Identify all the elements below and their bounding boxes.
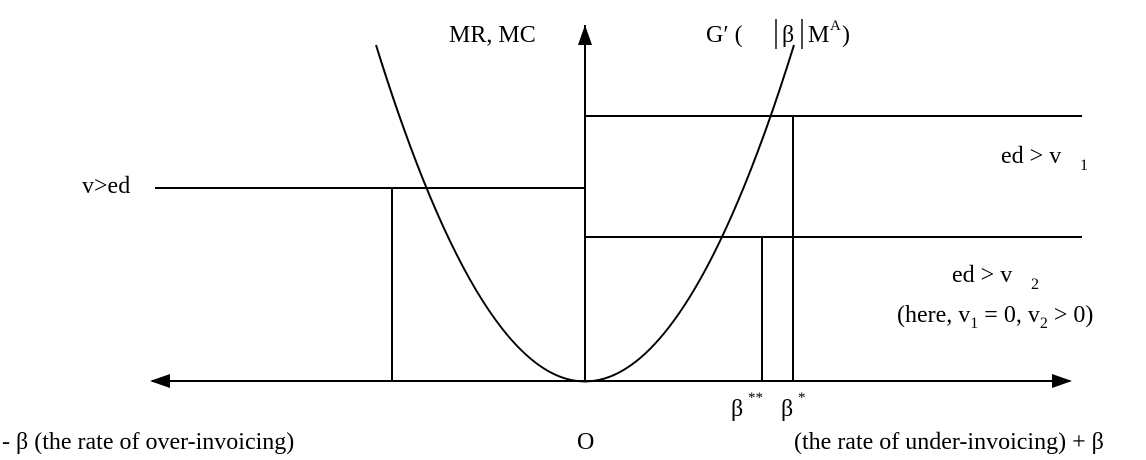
beta-double-star-label: β **	[731, 390, 763, 422]
curve-label-m: M	[808, 22, 829, 48]
right-line-1-sub: 1	[1080, 157, 1088, 174]
left-line-label: v>ed	[82, 173, 130, 199]
curve-label-prefix: G′ (	[706, 22, 743, 48]
y-axis-label: MR, MC	[449, 22, 536, 48]
x-axis-left-label: - β (the rate of over-invoicing)	[2, 429, 294, 455]
right-line-1-label: ed > v 1	[1001, 143, 1088, 174]
beta-star-label: β *	[781, 390, 806, 422]
x-axis-right-label: (the rate of under-invoicing) + β	[794, 429, 1104, 455]
beta-double-star-sup: **	[748, 390, 763, 406]
origin-label: O	[577, 429, 594, 455]
curve-label-beta: β	[782, 22, 794, 48]
beta-star-base: β	[781, 396, 793, 422]
note-text: (here, v1 = 0, v2 > 0)	[897, 302, 1093, 332]
curve-label-suffix: )	[842, 22, 850, 48]
beta-double-star-base: β	[731, 396, 743, 422]
beta-star-sup: *	[798, 390, 806, 406]
right-line-2-main: ed > v	[952, 262, 1012, 288]
curve-label: G′ ( β M A )	[706, 18, 850, 49]
g-prime-curve	[375, 44, 795, 383]
right-line-2-sub: 2	[1031, 276, 1039, 293]
right-line-2-label: ed > v 2	[952, 262, 1039, 293]
y-axis-arrowhead	[578, 25, 592, 45]
right-line-1-main: ed > v	[1001, 143, 1061, 169]
curve-label-m-sup: A	[830, 18, 841, 34]
